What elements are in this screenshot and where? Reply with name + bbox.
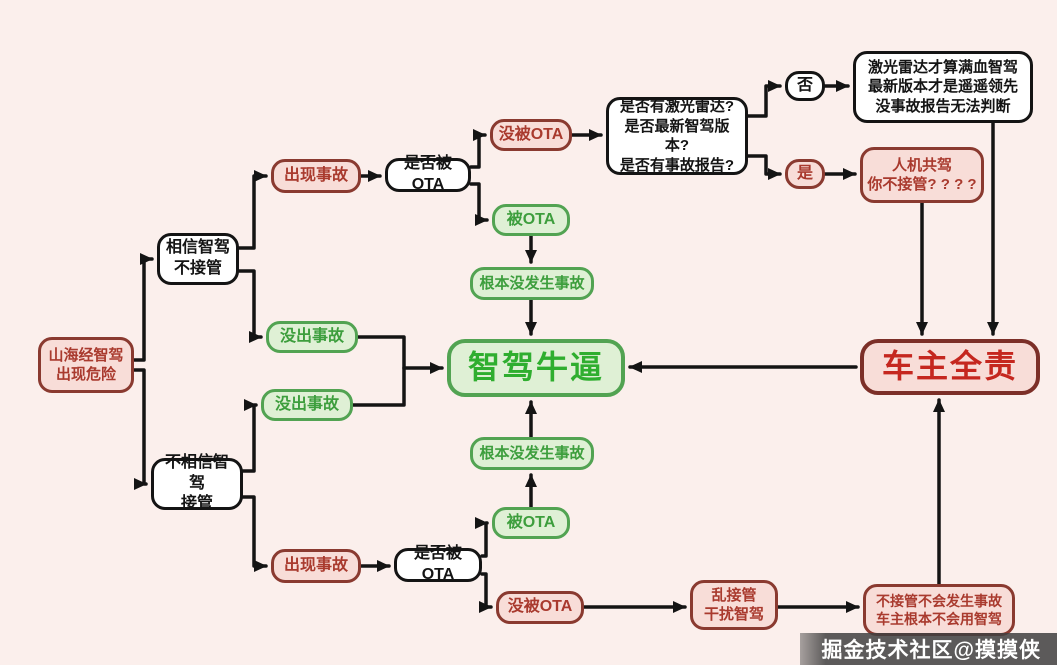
- node-ota-top: 被OTA: [492, 204, 570, 236]
- node-not-ota-top: 没被OTA: [490, 119, 572, 151]
- node-not-ota-bottom: 没被OTA: [496, 591, 584, 624]
- arrow-distrust-to-no-accident: [241, 399, 258, 473]
- node-no-accident-bottom: 没出事故: [261, 389, 353, 421]
- node-yes: 是: [785, 159, 825, 189]
- node-lidar-conclusion: 激光雷达才算满血智驾 最新版本才是遥遥领先 没事故报告无法判断: [853, 51, 1033, 123]
- node-no-accident-happened-bottom: 根本没发生事故: [470, 437, 594, 470]
- node-human-machine: 人机共驾 你不接管? ? ? ?: [860, 147, 984, 203]
- arrow-ota-question-bottom-to-ota: [475, 517, 489, 558]
- watermark: 掘金技术社区@摸摸侠: [799, 633, 1057, 665]
- arrow-start-to-trust: [132, 253, 154, 362]
- arrow-questions-to-yes: [746, 154, 782, 180]
- arrow-ota-question-top-to-not-ota: [469, 129, 487, 169]
- node-owner-full-responsibility: 车主全责: [860, 339, 1040, 395]
- node-start: 山海经智驾 出现危险: [38, 337, 134, 393]
- node-ota-question-top: 是否被OTA: [385, 155, 471, 193]
- arrow-trust-to-no-accident: [237, 269, 263, 343]
- node-distrust: 不相信智驾 接管: [151, 454, 243, 512]
- arrow-trust-to-accident: [237, 170, 268, 250]
- node-ota-bottom: 被OTA: [492, 507, 570, 539]
- node-no-accident-happened-top: 根本没发生事故: [470, 267, 594, 300]
- arrow-questions-to-no: [746, 80, 782, 118]
- node-messy-takeover: 乱接管 干扰智驾: [690, 580, 778, 630]
- arrow-distrust-to-accident: [241, 495, 268, 572]
- node-accident-bottom: 出现事故: [271, 549, 361, 583]
- arrow-no-accident-merge-to-awesome: [356, 335, 444, 374]
- node-no: 否: [785, 71, 825, 101]
- arrow-no-accident-bottom-merge: [351, 366, 406, 407]
- node-ota-question-bottom: 是否被OTA: [394, 545, 482, 583]
- node-trust: 相信智驾 不接管: [157, 233, 239, 285]
- arrow-start-to-distrust: [132, 368, 148, 490]
- node-smart-driving-awesome: 智驾牛逼: [447, 339, 625, 397]
- arrow-ota-question-bottom-to-not-ota: [479, 572, 493, 613]
- arrow-ota-question-top-to-ota: [469, 182, 489, 226]
- node-three-questions: 是否有激光雷达? 是否最新智驾版本? 是否有事故报告?: [606, 97, 748, 175]
- node-no-takeover-conclusion: 不接管不会发生事故 车主根本不会用智驾: [863, 584, 1015, 636]
- node-accident-top: 出现事故: [271, 159, 361, 193]
- node-no-accident-top: 没出事故: [266, 321, 358, 353]
